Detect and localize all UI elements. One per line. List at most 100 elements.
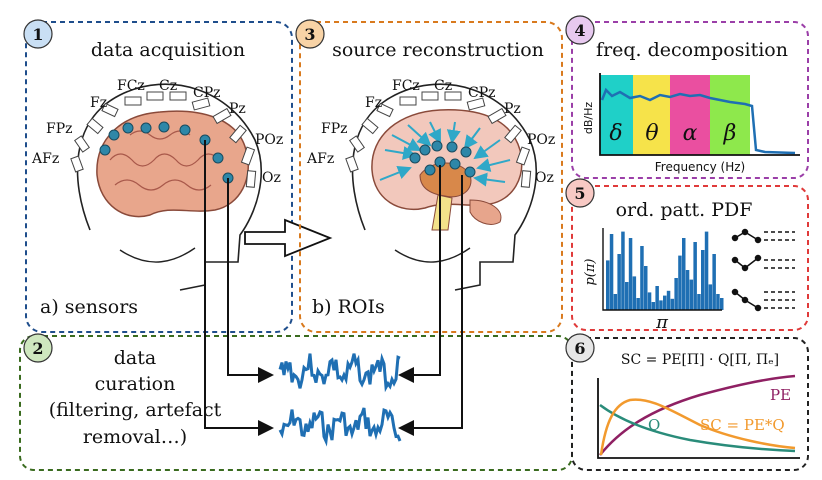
pdf-title: ord. patt. PDF bbox=[616, 199, 753, 221]
sensor-label-fpz: FPz bbox=[46, 121, 73, 137]
brain-image bbox=[96, 110, 249, 218]
pdf-bar bbox=[712, 254, 716, 310]
step-4-badge bbox=[565, 15, 595, 45]
acquisition-title: data acquisition bbox=[91, 39, 245, 61]
curation-line-4: removal…) bbox=[83, 426, 187, 448]
panel-freq-decomposition: 4 freq. decomposition δ θ α β dB/Hz Freq… bbox=[565, 15, 809, 179]
flow-arrows bbox=[204, 140, 463, 436]
curation-line-3: (filtering, artefact bbox=[49, 399, 222, 421]
pdf-bar bbox=[666, 290, 671, 310]
sensor-label-oz: Oz bbox=[262, 170, 281, 186]
freq-title: freq. decomposition bbox=[596, 39, 788, 61]
step-3-number: 3 bbox=[304, 25, 315, 44]
step-6-number: 6 bbox=[574, 339, 585, 358]
sensor-label-cz: Cz bbox=[159, 78, 177, 94]
sensor-electrodes bbox=[99, 121, 234, 184]
pdf-bar bbox=[693, 242, 697, 310]
sc-curve bbox=[599, 398, 796, 456]
pe-label: PE bbox=[770, 386, 791, 404]
psd-xlabel: Frequency (Hz) bbox=[655, 160, 746, 174]
roi-label-poz: POz bbox=[527, 132, 555, 148]
reconstruction-title: source reconstruction bbox=[332, 39, 544, 61]
pdf-bar bbox=[613, 294, 618, 310]
panel-data-acquisition: 1 data acquisition a) sensors bbox=[23, 19, 293, 333]
pdf-bar bbox=[651, 302, 656, 310]
sc-label: SC = PE*Q bbox=[700, 416, 785, 434]
roi-label-cpz: CPz bbox=[468, 85, 496, 101]
pdf-bars bbox=[606, 231, 724, 310]
eeg-signals bbox=[278, 352, 402, 447]
sensor-label-pz: Pz bbox=[229, 101, 246, 117]
band-label-theta: θ bbox=[645, 121, 658, 146]
panel-ordinal-patterns: 5 ord. patt. PDF p(π) π bbox=[565, 178, 809, 333]
psd-curve bbox=[600, 87, 796, 155]
roi-nodes bbox=[409, 140, 476, 178]
step-4-number: 4 bbox=[574, 21, 585, 40]
q-curve bbox=[599, 403, 796, 453]
step-1-badge bbox=[23, 19, 53, 49]
pdf-bar bbox=[674, 278, 678, 310]
roi-label-cz: Cz bbox=[434, 78, 452, 94]
sensors-label: a) sensors bbox=[40, 296, 138, 318]
q-label: Q bbox=[648, 416, 660, 434]
pdf-bar bbox=[689, 279, 694, 310]
rois-label: b) ROIs bbox=[312, 296, 385, 318]
band-label-delta: δ bbox=[609, 121, 622, 146]
roi-label-fz: Fz bbox=[365, 95, 382, 111]
pdf-bar bbox=[647, 292, 652, 310]
panel-data-curation: 2 data curation (filtering, artefact rem… bbox=[19, 333, 573, 471]
step-1-number: 1 bbox=[32, 25, 43, 44]
step-2-badge bbox=[23, 333, 53, 363]
band-label-alpha: α bbox=[683, 121, 698, 146]
pdf-bar bbox=[621, 231, 625, 310]
pdf-bar bbox=[644, 266, 648, 310]
pdf-bar bbox=[606, 260, 610, 310]
pdf-bar bbox=[701, 250, 705, 310]
curation-line-2: curation bbox=[95, 373, 176, 395]
pdf-bar bbox=[659, 300, 663, 310]
roi-label-afz: AFz bbox=[306, 151, 334, 167]
step-6-badge bbox=[565, 333, 595, 363]
pdf-bar bbox=[697, 294, 701, 310]
psd-ylabel: dB/Hz bbox=[582, 102, 595, 135]
pdf-bar bbox=[708, 284, 713, 310]
roi-label-pz: Pz bbox=[504, 101, 521, 117]
pdf-bar bbox=[655, 286, 659, 310]
pattern-glyphs bbox=[731, 228, 795, 312]
panel-statistical-complexity: 6 SC = PE[Π] · Q[Π, Πₑ] PE Q SC = PE*Q bbox=[565, 333, 809, 471]
roi-label-fcz: FCz bbox=[392, 78, 420, 94]
pdf-bar bbox=[678, 255, 682, 310]
pdf-bar bbox=[670, 298, 675, 310]
pdf-ylabel: p(π) bbox=[583, 258, 598, 285]
band-beta bbox=[710, 75, 750, 155]
step-5-badge bbox=[565, 178, 595, 208]
pdf-bar bbox=[716, 294, 720, 310]
pdf-bar bbox=[609, 234, 614, 310]
pdf-bar bbox=[704, 231, 709, 310]
sensor-label-fz: Fz bbox=[90, 95, 107, 111]
step-2-number: 2 bbox=[32, 339, 43, 358]
pdf-bar bbox=[617, 254, 621, 310]
pe-curve bbox=[599, 374, 796, 456]
step-3-badge bbox=[295, 19, 325, 49]
panel-source-reconstruction: 3 source reconstruction b) ROIs bbox=[295, 19, 563, 333]
pdf-xlabel: π bbox=[655, 312, 669, 333]
head-outline bbox=[76, 83, 262, 291]
band-theta bbox=[633, 75, 670, 155]
pdf-bar bbox=[640, 246, 644, 310]
step-5-number: 5 bbox=[574, 184, 585, 203]
sensor-label-afz: AFz bbox=[31, 151, 59, 167]
curation-line-1: data bbox=[114, 347, 156, 369]
pdf-bar bbox=[685, 270, 690, 310]
pdf-bar bbox=[625, 282, 629, 310]
sensor-label-poz: POz bbox=[255, 132, 283, 148]
pdf-bar bbox=[632, 276, 637, 310]
head-outline-2 bbox=[351, 83, 537, 291]
roi-label-oz: Oz bbox=[535, 170, 554, 186]
sensor-label-cpz: CPz bbox=[193, 85, 221, 101]
pdf-bar bbox=[682, 238, 686, 310]
pdf-bar bbox=[663, 295, 667, 310]
band-label-beta: β bbox=[723, 121, 737, 146]
pdf-bar bbox=[636, 298, 640, 310]
